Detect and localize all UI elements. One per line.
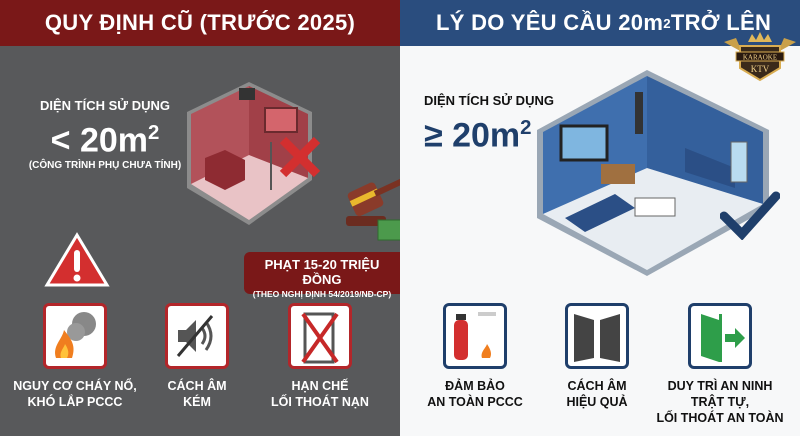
caption-security-exit: DUY TRÌ AN NINH TRẬT TỰ, LỐI THOÁT AN TOÀN xyxy=(655,378,785,426)
area-sup: 2 xyxy=(520,117,532,139)
fire-smoke-icon xyxy=(43,303,107,369)
acoustic-panel-icon xyxy=(565,303,629,369)
blocked-door-icon xyxy=(288,303,352,369)
caption-line: DUY TRÌ AN NINH xyxy=(667,379,773,393)
area-label: DIỆN TÍCH SỬ DỤNG xyxy=(424,93,554,108)
caption-line: NGUY CƠ CHÁY NỔ, xyxy=(13,379,137,393)
caption-line: CÁCH ÂM xyxy=(167,379,227,393)
old-area-block: DIỆN TÍCH SỬ DỤNG < 20m2 (CÔNG TRÌNH PHỤ… xyxy=(20,98,190,171)
checkmark-icon xyxy=(720,191,780,240)
title-sup: 2 xyxy=(663,15,671,31)
warning-icon xyxy=(44,232,110,287)
speaker-muted-icon xyxy=(165,303,229,369)
caption-fire-risk: NGUY CƠ CHÁY NỔ, KHÓ LẮP PCCC xyxy=(10,378,140,410)
area-label: DIỆN TÍCH SỬ DỤNG xyxy=(40,98,170,113)
karaoke-ktv-logo: KARAOKE KTV xyxy=(724,32,796,82)
logo-text-karaoke: KARAOKE xyxy=(743,54,777,62)
caption-line: ĐẢM BẢO xyxy=(445,379,505,393)
fire-extinguisher-icon xyxy=(443,303,507,369)
caption-line: AN TOÀN PCCC xyxy=(427,395,523,409)
small-room-illustration xyxy=(187,82,321,225)
area-value: ≥ 20m xyxy=(424,116,521,155)
old-regulation-panel: QUY ĐỊNH CŨ (TRƯỚC 2025) DIỆN TÍCH SỬ DỤ… xyxy=(0,0,419,436)
new-area-block: DIỆN TÍCH SỬ DỤNG ≥ 20m2 xyxy=(424,93,554,155)
caption-effective-soundproof: CÁCH ÂM HIỆU QUẢ xyxy=(532,378,662,410)
area-sup: 2 xyxy=(148,122,160,144)
caption-limited-exit: HẠN CHẾ LỐI THOÁT NẠN xyxy=(255,378,385,410)
caption-line: HẠN CHẾ xyxy=(291,379,349,393)
area-value: < 20m xyxy=(50,121,148,160)
title-text: LÝ DO YÊU CẦU 20m xyxy=(436,10,664,35)
old-regulation-header: QUY ĐỊNH CŨ (TRƯỚC 2025) xyxy=(0,0,400,46)
caption-line: KHÓ LẮP PCCC xyxy=(27,395,123,409)
caption-line: CÁCH ÂM xyxy=(567,379,627,393)
caption-line: LỐI THOÁT AN TOÀN xyxy=(656,411,784,425)
caption-fire-safety: ĐẢM BẢO AN TOÀN PCCC xyxy=(410,378,540,410)
caption-poor-soundproof: CÁCH ÂM KÉM xyxy=(132,378,262,410)
caption-line: KÉM xyxy=(183,395,211,409)
logo-text-ktv: KTV xyxy=(751,64,770,74)
caption-line: HIỆU QUẢ xyxy=(566,395,628,409)
title-text-end: TRỞ LÊN xyxy=(670,10,772,35)
area-note: (CÔNG TRÌNH PHỤ CHƯA TÍNH) xyxy=(28,160,182,172)
large-room-illustration xyxy=(537,70,769,276)
fine-note: (THEO NGHỊ ĐỊNH 54/2019/NĐ-CP) xyxy=(252,289,392,299)
caption-line: LỐI THOÁT NẠN xyxy=(271,395,369,409)
fine-title: PHẠT 15-20 TRIỆU ĐỒNG xyxy=(264,257,380,287)
caption-line: TRẬT TỰ, xyxy=(690,395,750,409)
emergency-exit-icon xyxy=(688,303,752,369)
fine-badge: PHẠT 15-20 TRIỆU ĐỒNG (THEO NGHỊ ĐỊNH 54… xyxy=(244,252,400,299)
